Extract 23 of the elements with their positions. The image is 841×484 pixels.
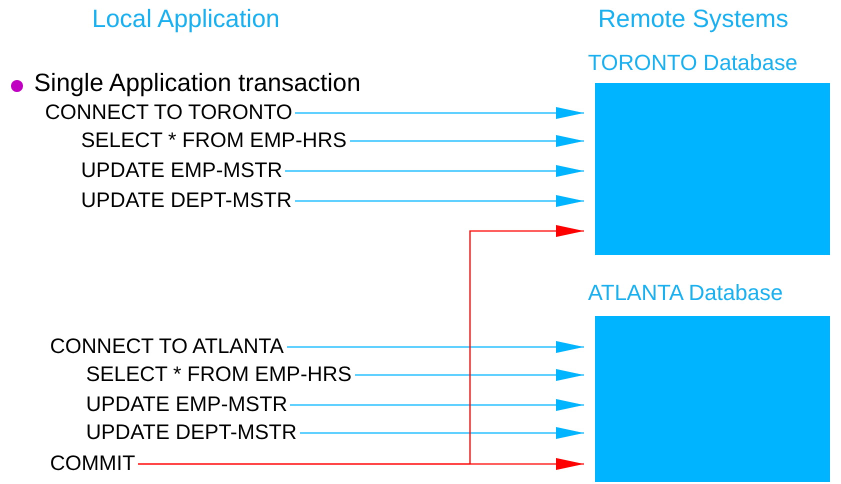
database-title: TORONTO Database	[588, 50, 798, 77]
sql-statement: UPDATE DEPT-MSTR	[86, 421, 297, 446]
sql-statement: CONNECT TO TORONTO	[45, 101, 292, 126]
sql-statement: UPDATE EMP-MSTR	[86, 393, 288, 418]
arrow	[285, 165, 584, 177]
arrow	[350, 135, 584, 147]
arrow	[290, 399, 584, 411]
database-title: ATLANTA Database	[588, 280, 783, 307]
sql-statement: CONNECT TO ATLANTA	[50, 335, 284, 360]
bullet-text: Single Application transaction	[34, 70, 361, 98]
arrow	[287, 341, 584, 353]
sql-statement: SELECT * FROM EMP-HRS	[86, 363, 352, 388]
arrow	[300, 427, 584, 439]
arrow	[295, 107, 584, 119]
sql-statement: UPDATE EMP-MSTR	[81, 159, 282, 184]
column-heading: Local Application	[92, 6, 280, 34]
arrow	[138, 458, 584, 470]
sql-statement: UPDATE DEPT-MSTR	[81, 189, 292, 214]
arrow	[295, 195, 584, 207]
column-heading: Remote Systems	[598, 6, 788, 34]
sql-statement: COMMIT	[50, 452, 136, 476]
sql-statement: SELECT * FROM EMP-HRS	[81, 129, 347, 154]
arrow	[355, 369, 584, 381]
